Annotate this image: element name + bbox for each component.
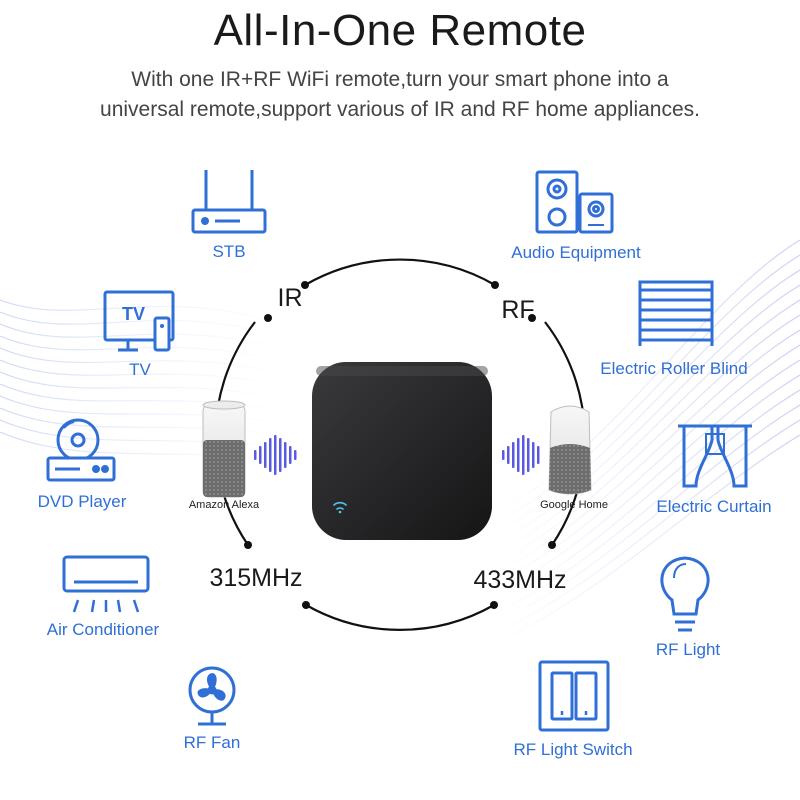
ir-label: IR: [277, 284, 303, 312]
ir-rf-hub-device: [312, 362, 492, 540]
svg-text:TV: TV: [122, 304, 145, 324]
device-label-air-conditioner: Air Conditioner: [46, 620, 160, 639]
device-label-rf-fan: RF Fan: [183, 733, 241, 752]
light-switch-icon: [538, 660, 610, 732]
page-title: All-In-One Remote: [213, 6, 587, 55]
subtitle-line-1: With one IR+RF WiFi remote,turn your sma…: [131, 68, 669, 91]
device-label-electric-roller-blind: Electric Roller Blind: [600, 359, 748, 378]
google-home-label: Google Home: [540, 499, 608, 511]
router-icon: [191, 170, 267, 234]
device-label-stb: STB: [212, 242, 246, 261]
sound-wave-left: [254, 435, 297, 475]
fan-icon: [188, 666, 236, 726]
roller-blind-icon: [638, 280, 714, 346]
ring-dots: [244, 281, 556, 609]
google-home-speaker-icon: [548, 405, 592, 495]
tv-icon: TV: [103, 290, 175, 352]
rf-frequency-label: 433MHz: [473, 566, 567, 594]
air-conditioner-icon: [62, 555, 150, 613]
curtain-icon: [678, 424, 752, 488]
device-label-dvd-player: DVD Player: [37, 492, 127, 511]
amazon-alexa-speaker-icon: [202, 400, 246, 498]
amazon-alexa-label: Amazon Alexa: [188, 499, 260, 511]
subtitle-line-2: universal remote,support various of IR a…: [100, 98, 700, 121]
wave-band-right: [479, 239, 800, 651]
device-label-electric-curtain: Electric Curtain: [656, 497, 772, 516]
sound-wave-right: [502, 435, 540, 475]
speakers-icon: [535, 170, 614, 234]
device-label-audio-equipment: Audio Equipment: [511, 243, 641, 262]
rf-label: RF: [501, 296, 535, 324]
wifi-indicator-icon: [333, 501, 347, 514]
device-label-rf-light-switch: RF Light Switch: [513, 740, 633, 759]
device-label-tv: TV: [129, 360, 151, 379]
dvd-player-icon: [46, 418, 116, 482]
light-bulb-icon: [660, 556, 710, 632]
device-label-rf-light: RF Light: [655, 640, 721, 659]
wave-band-left: [0, 299, 301, 463]
ir-frequency-label: 315MHz: [209, 564, 303, 592]
